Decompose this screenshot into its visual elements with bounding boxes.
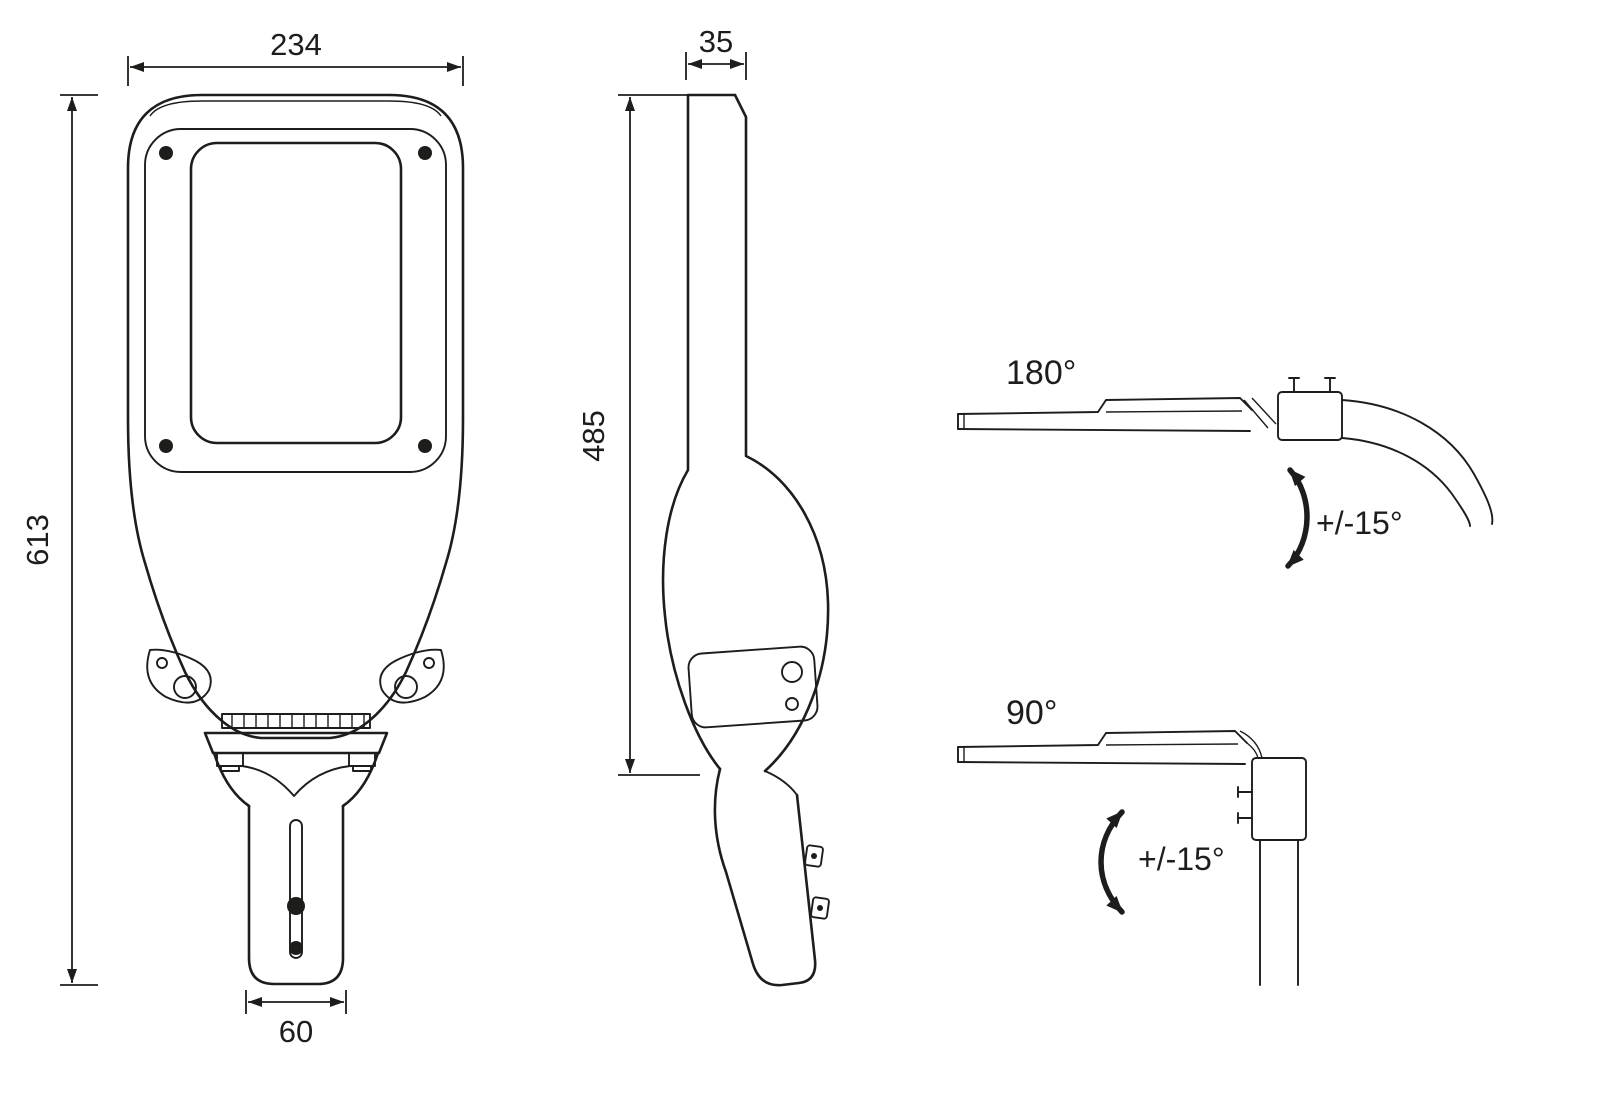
led-panel [189, 141, 403, 445]
mount-180-tilt-arrow [1285, 467, 1310, 569]
lamp-head-inner-line [149, 100, 442, 117]
left-ear-detail [146, 648, 212, 704]
side-profile-arm [713, 767, 817, 987]
front-view: 234 613 60 [20, 27, 465, 1049]
arm-bolt-lower [289, 941, 303, 955]
arm-slot [289, 819, 303, 959]
front-width-dimension: 234 [127, 27, 464, 86]
hex-bolt-left [216, 752, 244, 767]
mount-arm [247, 804, 345, 986]
side-clamp-hole-small [785, 697, 799, 711]
mount-180-angle-label: 180° [1006, 354, 1076, 392]
screw-bottom-right [418, 439, 432, 453]
mount-bracket [203, 713, 389, 808]
mount-90-bracket [1251, 757, 1307, 841]
mount-180-diagram: 180° +/-15° [957, 354, 1494, 569]
mount-90-tilt-label: +/-15° [1138, 841, 1225, 877]
screw-top-right [418, 146, 432, 160]
lamp-head-outline [126, 93, 465, 740]
arm-bolt-upper [287, 897, 305, 915]
side-profile-left-edge [661, 93, 722, 771]
screw-plate [144, 128, 447, 473]
side-clamp-plate [687, 645, 819, 729]
front-mount-width-dimension: 60 [245, 990, 347, 1049]
mount-180-bracket [1277, 391, 1343, 441]
mount-90-fixture [957, 730, 1307, 986]
front-width-dim-label: 234 [270, 27, 322, 62]
screw-bottom-left [159, 439, 173, 453]
mount-90-tilt-arrow [1098, 809, 1125, 915]
mount-90-angle-label: 90° [1006, 694, 1057, 732]
mount-180-fixture [957, 377, 1494, 527]
side-arm-clip-lower [810, 896, 830, 920]
side-clamp-hole-large [781, 661, 803, 683]
side-profile [661, 93, 830, 987]
front-mount-width-dim-label: 60 [279, 1014, 313, 1049]
side-profile-right-edge [733, 93, 830, 773]
mount-90-diagram: 90° +/-15° [957, 694, 1307, 986]
front-height-dim-label: 613 [20, 514, 55, 566]
side-height-dimension: 485 [576, 94, 700, 776]
side-view: 35 485 [576, 24, 830, 987]
mount-180-pole [1341, 399, 1494, 525]
side-height-dim-label: 485 [576, 410, 611, 462]
side-depth-dimension: 35 [685, 24, 747, 80]
side-arm-clip-upper [804, 844, 824, 868]
right-ear-detail [379, 648, 445, 704]
mount-180-tilt-label: +/-15° [1316, 505, 1403, 541]
front-height-dimension: 613 [20, 94, 98, 986]
hex-bolt-right [348, 752, 376, 767]
side-depth-dim-label: 35 [699, 24, 733, 59]
screw-top-left [159, 146, 173, 160]
